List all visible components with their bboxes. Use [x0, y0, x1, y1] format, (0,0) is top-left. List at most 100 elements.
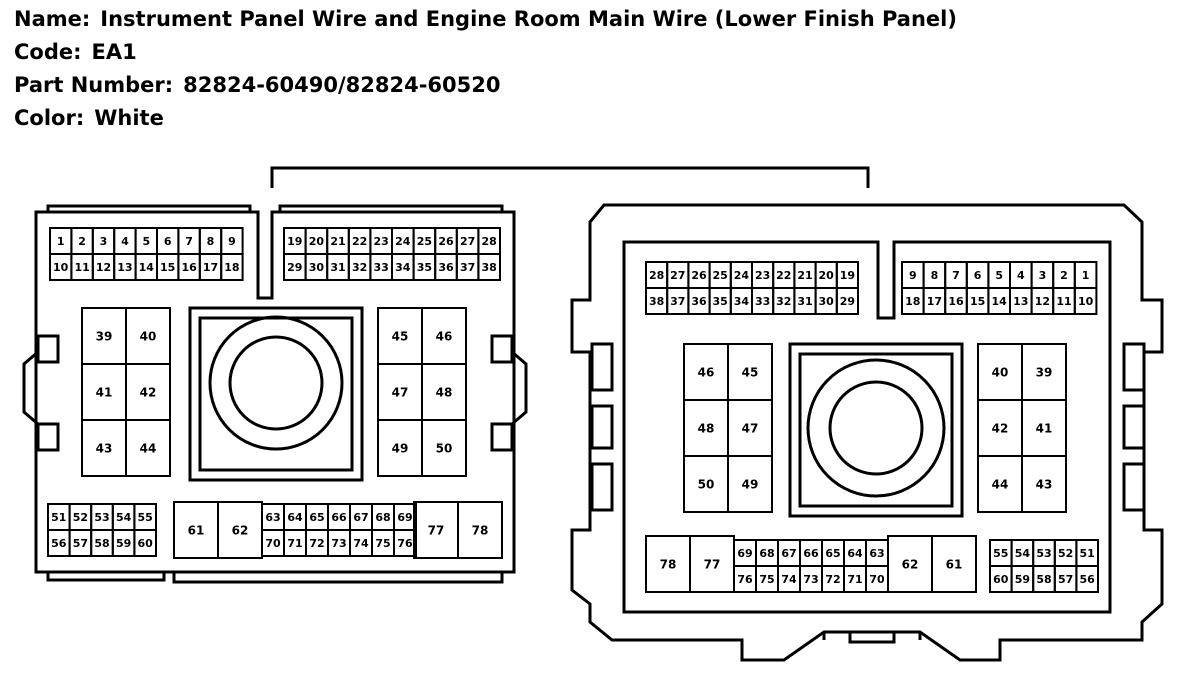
left-pin-label: 57 — [73, 537, 88, 550]
right-pin-label: 43 — [1036, 477, 1053, 491]
left-pin-label: 33 — [374, 261, 389, 274]
left-pin-label: 67 — [353, 511, 368, 524]
right-pin-cell — [727, 455, 773, 513]
right-pin-label: 34 — [734, 295, 750, 308]
right-pin-label: 3 — [1039, 269, 1047, 282]
left-center-key — [188, 306, 364, 482]
right-pin-label: 31 — [797, 295, 812, 308]
left-pin-label: 41 — [96, 385, 113, 399]
part-number-label: Part Number: — [14, 73, 174, 97]
right-center-key — [788, 342, 964, 518]
left-pin-cell — [393, 529, 417, 557]
name-value: Instrument Panel Wire and Engine Room Ma… — [100, 7, 957, 31]
right-pin-label: 68 — [759, 547, 774, 560]
left-pin-label: 7 — [185, 235, 193, 248]
left-pin-label: 8 — [207, 235, 215, 248]
color-label: Color: — [14, 106, 85, 130]
left-pin-label: 23 — [374, 235, 389, 248]
right-pin-label: 39 — [1036, 365, 1053, 379]
left-pin-label: 73 — [331, 537, 346, 550]
right-pin-label: 62 — [902, 557, 919, 571]
right-pin-label: 69 — [737, 547, 752, 560]
left-pin-label: 60 — [138, 537, 154, 550]
left-pin-label: 22 — [352, 235, 367, 248]
part-number-line: Part Number:82824-60490/82824-60520 — [14, 73, 500, 97]
left-pin-label: 64 — [287, 511, 303, 524]
right-pin-label: 2 — [1060, 269, 1068, 282]
right-pin-label: 16 — [948, 295, 964, 308]
left-pin-label: 3 — [100, 235, 108, 248]
left-pin-label: 68 — [375, 511, 390, 524]
left-pin-label: 19 — [287, 235, 302, 248]
right-pin-label: 38 — [649, 295, 664, 308]
right-pin-label: 74 — [781, 573, 797, 586]
right-pin-label: 51 — [1080, 547, 1095, 560]
left-pin-label: 49 — [392, 441, 409, 455]
left-pin-label: 17 — [203, 261, 218, 274]
left-pin-cell — [477, 253, 501, 281]
left-pin-label: 76 — [397, 537, 413, 550]
left-pin-label: 10 — [53, 261, 69, 274]
right-pin-label: 58 — [1036, 573, 1051, 586]
right-pin-label: 13 — [1013, 295, 1028, 308]
right-pin-cell — [1073, 287, 1098, 315]
right-pin-label: 25 — [713, 269, 728, 282]
left-pin-label: 31 — [330, 261, 345, 274]
right-pin-label: 24 — [734, 269, 750, 282]
left-pin-label: 24 — [395, 235, 411, 248]
right-pin-label: 37 — [670, 295, 685, 308]
right-pin-cell — [931, 535, 977, 593]
left-pin-label: 44 — [140, 441, 157, 455]
code-label: Code: — [14, 40, 82, 64]
right-pin-label: 23 — [755, 269, 770, 282]
right-pin-label: 35 — [713, 295, 728, 308]
pairing-bracket — [270, 166, 870, 188]
right-pin-label: 48 — [698, 421, 715, 435]
right-pin-label: 61 — [946, 557, 963, 571]
right-pin-label: 40 — [992, 365, 1009, 379]
right-pin-label: 59 — [1015, 573, 1030, 586]
right-pin-cell — [1021, 455, 1067, 513]
left-pin-label: 28 — [482, 235, 497, 248]
right-pin-label: 66 — [803, 547, 819, 560]
left-pin-cell — [421, 419, 467, 477]
color-line: Color:White — [14, 106, 164, 130]
code-line: Code: EA1 — [14, 40, 137, 64]
right-pin-label: 77 — [704, 557, 721, 571]
right-pin-label: 53 — [1036, 547, 1051, 560]
right-pin-label: 65 — [825, 547, 840, 560]
left-pin-label: 14 — [139, 261, 155, 274]
right-pin-label: 44 — [992, 477, 1009, 491]
left-pin-label: 12 — [96, 261, 111, 274]
right-pin-label: 14 — [992, 295, 1008, 308]
right-pin-label: 55 — [993, 547, 1008, 560]
right-pin-label: 60 — [993, 573, 1009, 586]
right-pin-cell — [835, 287, 859, 315]
left-pin-label: 39 — [96, 329, 113, 343]
left-pin-label: 2 — [78, 235, 86, 248]
right-pin-label: 54 — [1015, 547, 1031, 560]
left-pin-label: 77 — [428, 523, 445, 537]
left-pin-label: 29 — [287, 261, 302, 274]
left-pin-label: 43 — [96, 441, 113, 455]
left-connector-housing — [22, 204, 528, 584]
right-pin-label: 8 — [931, 269, 939, 282]
right-pin-label: 11 — [1056, 295, 1071, 308]
left-pin-label: 5 — [142, 235, 150, 248]
right-pin-label: 4 — [1017, 269, 1025, 282]
right-pin-label: 20 — [819, 269, 835, 282]
right-pin-label: 67 — [781, 547, 796, 560]
left-pin-label: 32 — [352, 261, 367, 274]
right-pin-label: 52 — [1058, 547, 1073, 560]
right-pin-label: 6 — [974, 269, 982, 282]
left-pin-label: 52 — [73, 511, 88, 524]
right-connector-housing — [570, 203, 1164, 662]
left-pin-cell — [125, 419, 171, 477]
code-value: EA1 — [91, 40, 137, 64]
right-pin-cell — [1075, 565, 1100, 593]
right-pin-label: 47 — [742, 421, 759, 435]
right-pin-label: 78 — [660, 557, 677, 571]
right-pin-label: 32 — [776, 295, 791, 308]
left-pin-label: 55 — [138, 511, 153, 524]
